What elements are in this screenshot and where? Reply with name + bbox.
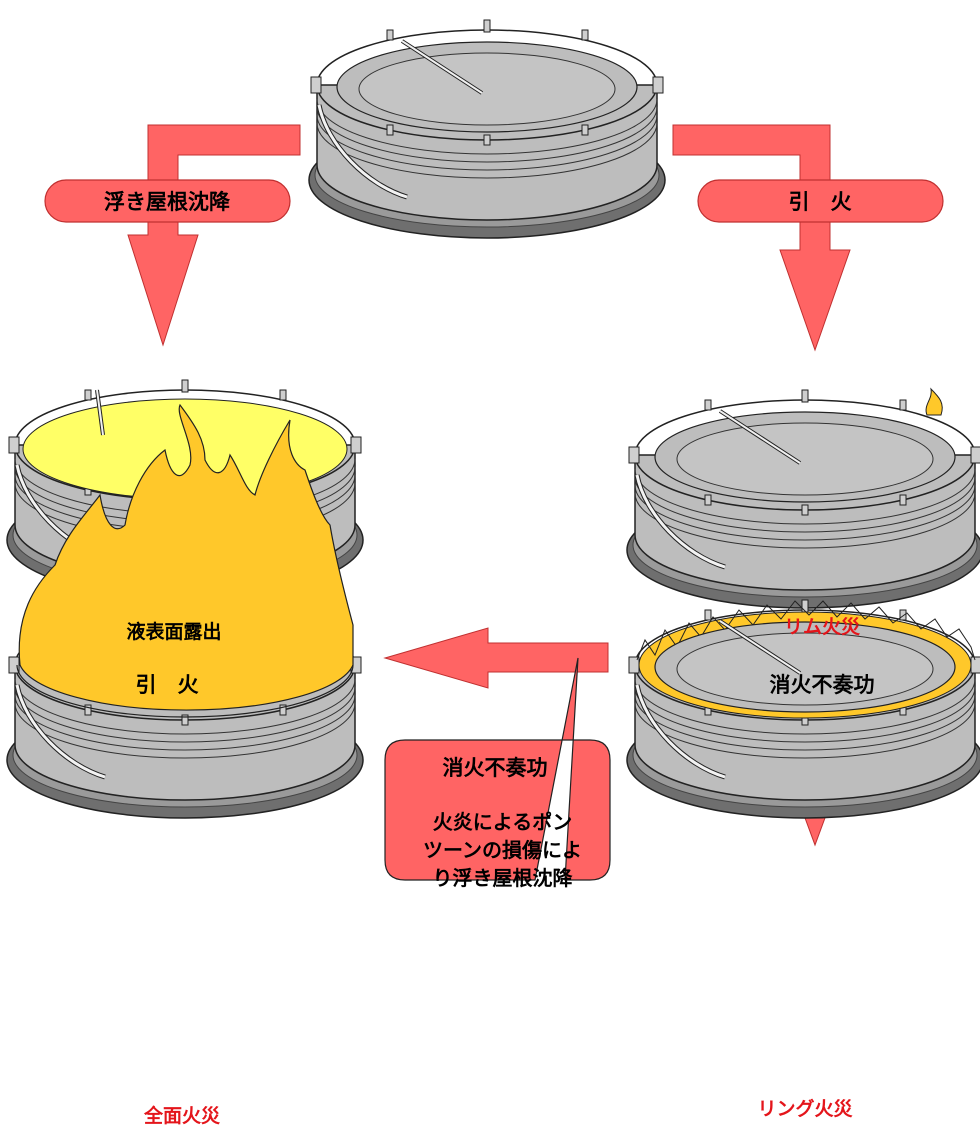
tank-initial (309, 20, 665, 238)
arrow-mid-right-label: 消火不奏功 (769, 673, 875, 697)
tank-ring-fire (627, 600, 980, 818)
arrow-top-right (672, 124, 944, 352)
rim-flame-icon (925, 387, 943, 416)
arrow-top-right-label: 引 火 (788, 190, 852, 214)
ring-flame-icon (636, 600, 976, 661)
arrow-bottom-left (383, 627, 609, 689)
tank-full-fire (7, 403, 363, 818)
arrow-mid-left-label: 引 火 (135, 673, 199, 697)
callout-body: 火炎によるポン ツーンの損傷によ り浮き屋根沈降 (423, 810, 582, 890)
arrow-top-left-label: 浮き屋根沈降 (104, 190, 230, 214)
full-fire-flame-icon (18, 403, 354, 711)
label-rim-fire: リム火災 (783, 616, 861, 638)
callout-box (384, 657, 611, 881)
callout-title: 消火不奏功 (442, 756, 548, 780)
arrow-top-left (44, 124, 301, 347)
label-ring-fire: リング火災 (757, 1098, 853, 1120)
label-full-fire: 全面火災 (143, 1105, 221, 1127)
label-exposed: 液表面露出 (126, 621, 222, 643)
tank-rim-fire (627, 387, 980, 608)
